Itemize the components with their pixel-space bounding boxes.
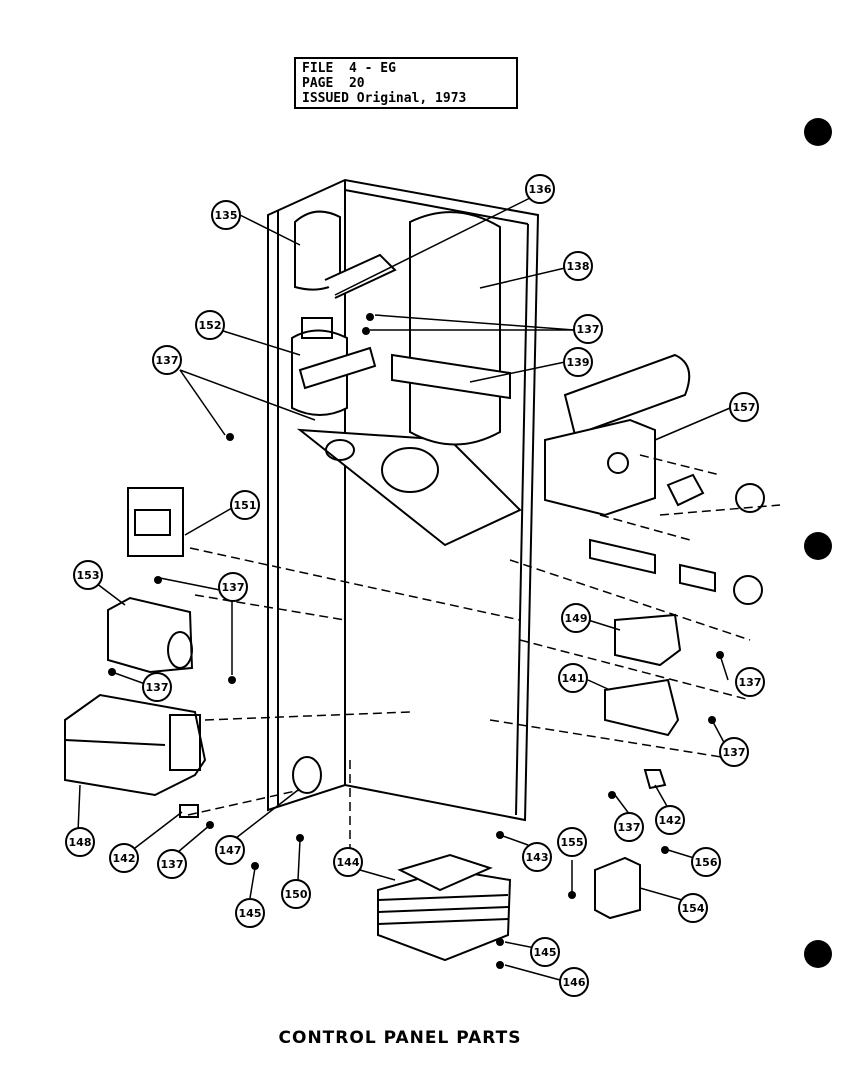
screws [108,313,724,969]
motor-157 [544,353,765,517]
svg-text:135: 135 [215,209,238,222]
callout-150: 150 [281,879,311,909]
spring-assembly [589,538,763,605]
callout-147: 147 [215,835,245,865]
terminal-block-154 [594,856,641,920]
svg-text:137: 137 [146,681,169,694]
page-line: PAGE 20 [302,76,365,91]
callout-137: 137 [719,737,749,767]
svg-text:137: 137 [156,354,179,367]
callout-145: 145 [235,898,265,928]
callout-135: 135 [211,200,241,230]
svg-text:148: 148 [69,836,92,849]
callout-157: 157 [729,392,759,422]
callout-155: 155 [557,827,587,857]
diagram-caption: CONTROL PANEL PARTS [278,1028,522,1048]
transformer-144 [377,853,512,962]
relay-151 [127,487,184,557]
callout-146: 146 [559,967,589,997]
svg-text:147: 147 [219,844,242,857]
callout-139: 139 [563,347,593,377]
svg-text:137: 137 [739,676,762,689]
capacitor-135 [294,210,397,299]
callout-142: 142 [109,843,139,873]
svg-text:155: 155 [561,836,584,849]
callouts: 135 136 138 137 152 139 137 157 151 153 … [65,174,765,997]
binder-hole [804,940,832,968]
switch-141 [604,678,680,737]
svg-text:141: 141 [562,672,585,685]
callout-137: 137 [152,345,182,375]
svg-text:145: 145 [239,907,262,920]
svg-text:145: 145 [534,946,557,959]
callout-137: 137 [157,849,187,879]
callout-136: 136 [525,174,555,204]
assembly-lines [187,454,781,870]
svg-text:157: 157 [733,401,756,414]
callout-151: 151 [230,490,260,520]
callout-156: 156 [691,847,721,877]
svg-text:138: 138 [567,260,590,273]
file-line: FILE 4 - EG [302,61,396,76]
svg-text:142: 142 [659,814,682,827]
capacitor-152 [291,317,377,416]
callout-145: 145 [530,937,560,967]
callout-138: 138 [563,251,593,281]
svg-text:144: 144 [337,856,360,869]
callout-137: 137 [218,572,248,602]
bracket-142 [179,769,667,818]
svg-text:137: 137 [723,746,746,759]
callout-137: 137 [735,667,765,697]
callout-153: 153 [73,560,103,590]
callout-144: 144 [333,847,363,877]
switch-149 [614,613,682,667]
svg-text:153: 153 [77,569,100,582]
relay-153 [107,596,194,674]
callout-148: 148 [65,827,95,857]
binder-hole [804,532,832,560]
capacitor-138 [391,211,511,446]
svg-text:139: 139 [567,356,590,369]
svg-text:146: 146 [563,976,586,989]
file-info-box: FILE 4 - EG PAGE 20 ISSUED Original, 197… [294,57,518,109]
svg-text:137: 137 [222,581,245,594]
svg-text:137: 137 [577,323,600,336]
callout-154: 154 [678,893,708,923]
svg-text:137: 137 [618,821,641,834]
svg-text:154: 154 [682,902,705,915]
callout-149: 149 [561,603,591,633]
svg-text:143: 143 [526,851,549,864]
contactor-148 [64,693,207,797]
svg-text:136: 136 [529,183,552,196]
callout-137: 137 [573,314,603,344]
callout-152: 152 [195,310,225,340]
callout-141: 141 [558,663,588,693]
svg-text:150: 150 [285,888,308,901]
binder-hole [804,118,832,146]
callout-137: 137 [142,672,172,702]
svg-text:152: 152 [199,319,222,332]
svg-text:151: 151 [234,499,257,512]
svg-text:149: 149 [565,612,588,625]
callout-143: 143 [522,842,552,872]
issued-line: ISSUED Original, 1973 [302,91,467,106]
svg-text:142: 142 [113,852,136,865]
callout-142: 142 [655,805,685,835]
callout-137: 137 [614,812,644,842]
svg-text:156: 156 [695,856,718,869]
svg-text:137: 137 [161,858,184,871]
leader-lines [77,197,731,981]
